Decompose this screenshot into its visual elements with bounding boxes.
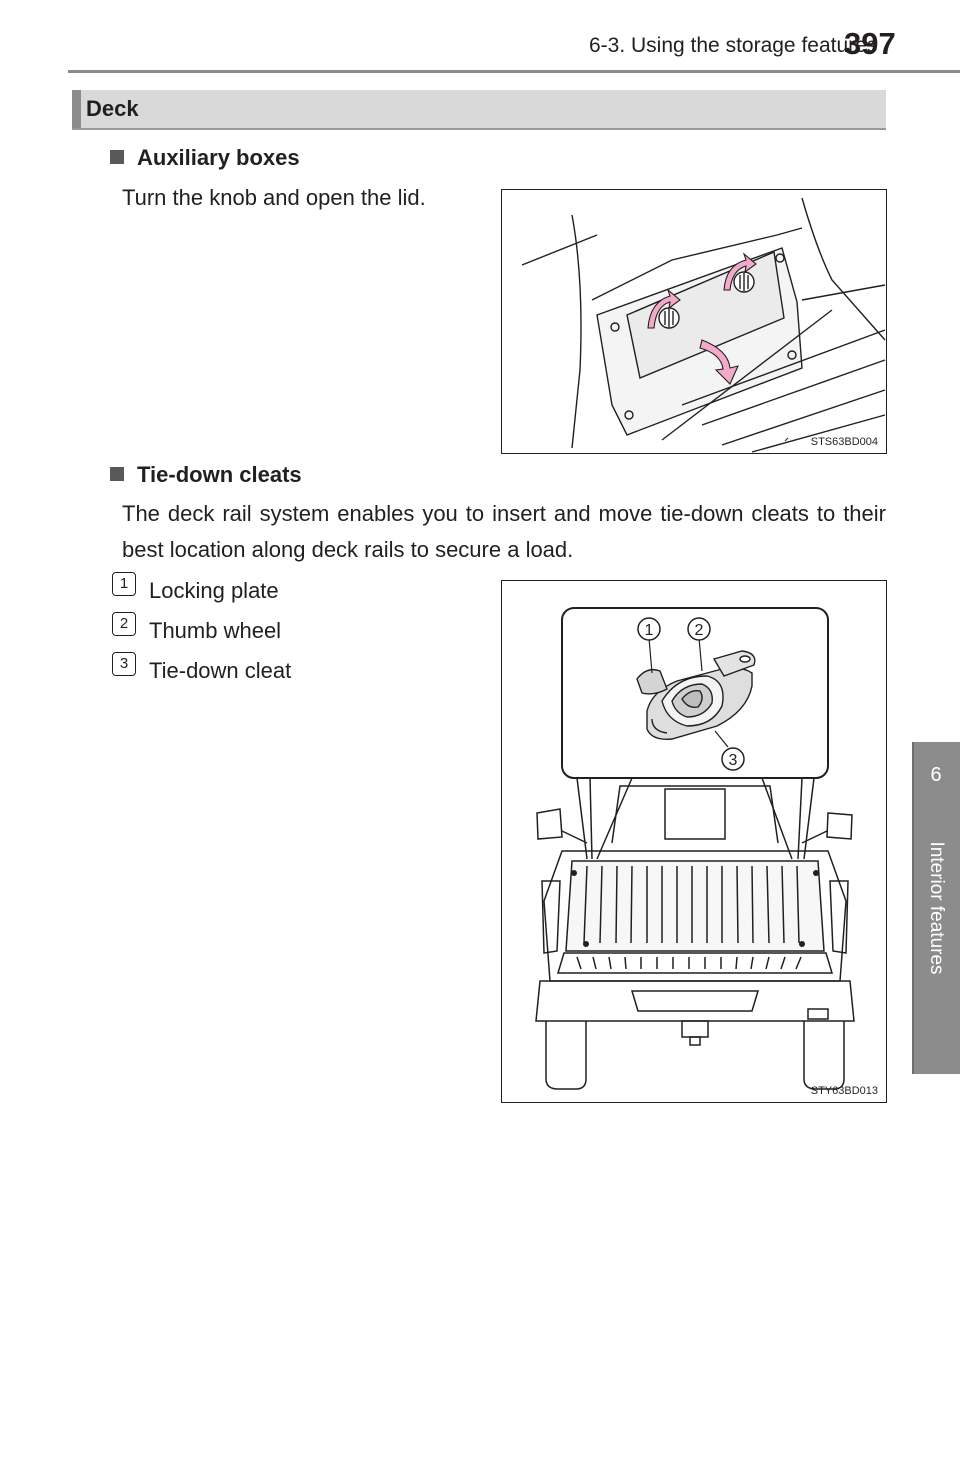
auxiliary-heading: Auxiliary boxes <box>110 145 300 171</box>
chapter-side-tab <box>912 742 960 1074</box>
legend-label: Locking plate <box>149 578 279 603</box>
legend-number-badge: 3 <box>112 652 136 676</box>
callout-1: 1 <box>645 622 654 639</box>
legend-label: Tie-down cleat <box>149 658 292 683</box>
auxiliary-box-figure: STS63BD004 <box>501 189 887 454</box>
square-bullet-icon <box>110 150 124 164</box>
section-title: Deck <box>86 96 139 121</box>
chapter-number: 6 <box>930 764 942 786</box>
auxiliary-heading-text: Auxiliary boxes <box>137 145 300 170</box>
auxiliary-box-illustration <box>521 197 886 453</box>
tiedown-heading-text: Tie-down cleats <box>137 462 302 487</box>
page-number: 397 <box>844 26 896 61</box>
section-bar-accent <box>72 90 81 130</box>
callout-2: 2 <box>695 622 704 639</box>
header-section-title: 6-3. Using the storage features <box>589 34 878 57</box>
chapter-title: Interior features <box>926 841 947 975</box>
header-rule <box>68 70 960 73</box>
section-bar-rule <box>72 128 886 130</box>
section-bar <box>72 90 886 130</box>
legend-number-badge: 1 <box>112 572 136 596</box>
tiedown-cleat-figure: 1 2 3 <box>501 580 887 1103</box>
callout-3: 3 <box>729 752 738 769</box>
tiedown-figure-code: STY63BD013 <box>810 1085 878 1097</box>
tiedown-cleat-illustration: 1 2 3 <box>535 607 855 1090</box>
legend-number-badge: 2 <box>112 612 136 636</box>
square-bullet-icon <box>110 467 124 481</box>
tiedown-text: The deck rail system enables you to inse… <box>122 501 886 562</box>
side-tab-divider <box>912 742 914 1074</box>
legend-label: Thumb wheel <box>149 618 282 643</box>
auxiliary-figure-code: STS63BD004 <box>810 436 878 448</box>
auxiliary-text: Turn the knob and open the lid. <box>122 185 426 210</box>
tiedown-heading: Tie-down cleats <box>110 462 302 488</box>
